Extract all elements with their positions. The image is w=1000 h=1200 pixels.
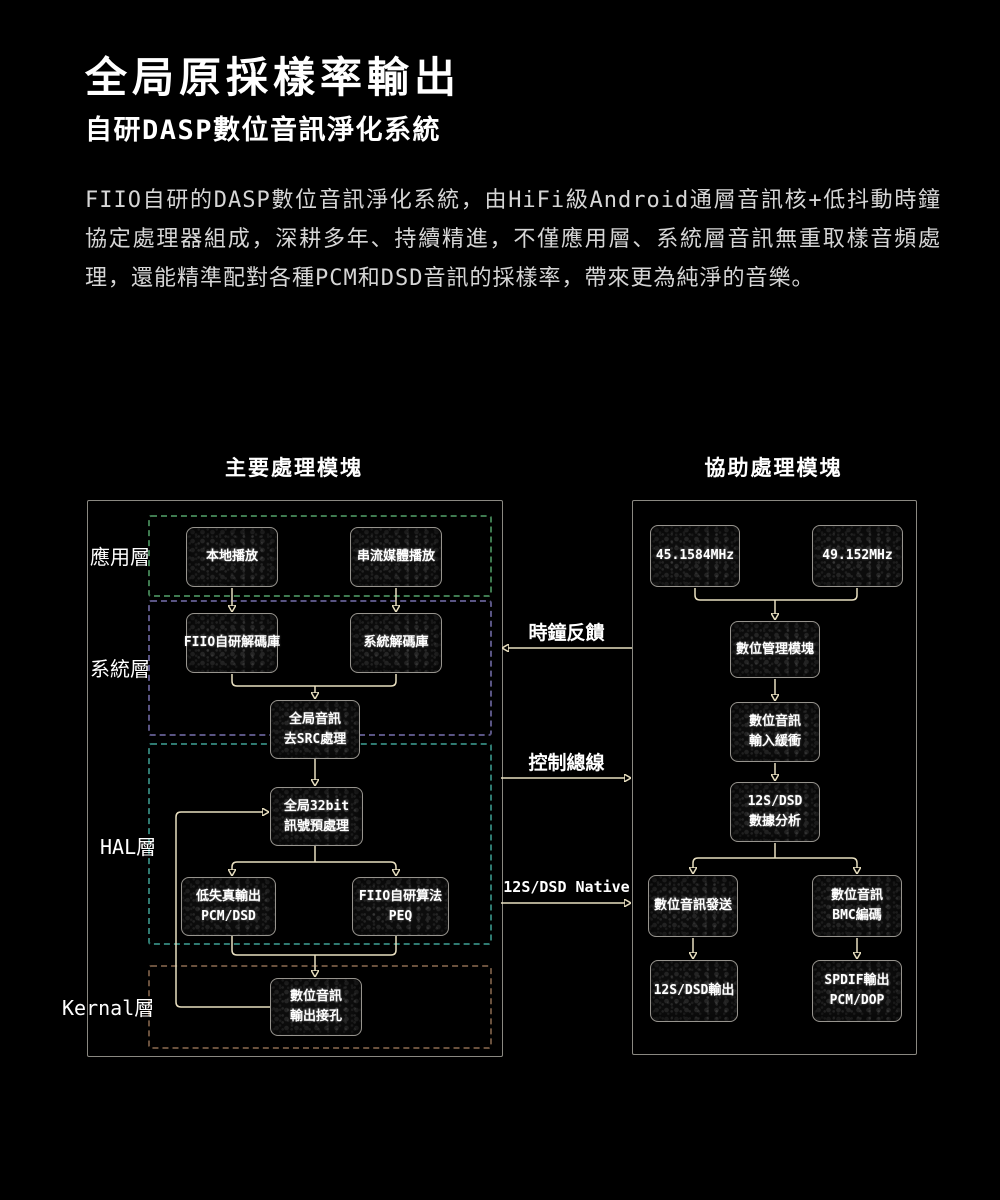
node-digital-input-buffer: 數位音訊 輸入緩衝 [730,702,820,762]
layer-label-app: 應用層 [90,545,150,569]
node-low-distortion-output: 低失真輸出 PCM/DSD [181,877,276,936]
node-digital-output-jack: 數位音訊 輸出接孔 [270,978,362,1036]
layer-label-system: 系統層 [90,657,150,681]
main-diagram-title: 主要處理模塊 [225,456,363,480]
aux-modules-container [632,500,917,1055]
node-global-32bit-preprocess: 全局32bit 訊號預處理 [270,787,363,846]
node-digital-audio-send: 數位音訊發送 [648,875,738,937]
layer-region-kernal [148,965,492,1049]
node-streaming-playback: 串流媒體播放 [350,527,442,587]
node-i2s-dsd-output: 12S/DSD輸出 [650,960,738,1022]
node-system-decoder-lib: 系統解碼庫 [350,613,442,673]
node-clock-45-1584mhz: 45.1584MHz [650,525,740,587]
node-i2s-dsd-analysis: 12S/DSD 數據分析 [730,782,820,842]
intro-paragraph: FIIO自研的DASP數位音訊淨化系統，由HiFi級Android通層音訊核+低… [85,188,941,291]
page-subtitle: 自研DASP數位音訊淨化系統 [85,115,442,146]
node-bmc-encode: 數位音訊 BMC編碼 [812,875,902,937]
node-spdif-output: SPDIF輸出 PCM/DOP [812,960,902,1022]
node-local-playback: 本地播放 [186,527,278,587]
aux-diagram-title: 協助處理模塊 [704,456,843,480]
page-title: 全局原採樣率輸出 [85,53,462,102]
bus-label-clock-feedback: 時鐘反饋 [528,622,605,644]
node-fiio-decoder-lib: FIIO自研解碼庫 [184,613,280,673]
node-digital-management: 數位管理模塊 [730,621,820,678]
node-fiio-algorithm-peq: FIIO自研算法 PEQ [352,877,449,936]
node-clock-49-152mhz: 49.152MHz [812,525,903,587]
layer-label-kernal: Kernal層 [62,996,155,1020]
layer-label-hal: HAL層 [100,835,157,859]
layer-region-app [148,515,492,597]
bus-label-control-bus: 控制總線 [528,752,605,774]
node-global-desrc: 全局音訊 去SRC處理 [270,700,360,759]
bus-label-i2s-dsd-native: 12S/DSD Native [503,878,630,896]
